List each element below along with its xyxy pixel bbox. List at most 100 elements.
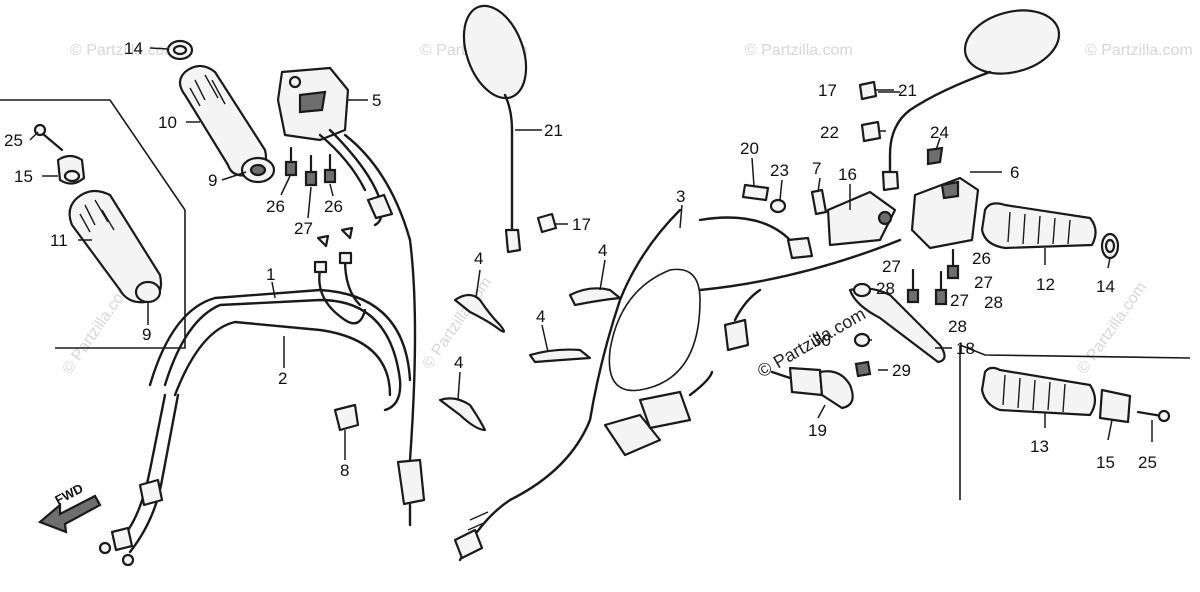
loop-cable (608, 268, 701, 392)
callout-7: 7 (812, 159, 821, 178)
callout-14: 14 (124, 39, 143, 58)
callout-4: 4 (454, 353, 463, 372)
part-8-clamp (333, 403, 360, 432)
callout-4: 4 (536, 307, 545, 326)
callout-27: 27 (294, 219, 313, 238)
cable-adjuster (138, 478, 164, 507)
cable-lower-left-2 (128, 393, 180, 554)
callout-28: 28 (984, 293, 1003, 312)
hose-small (318, 268, 367, 325)
plug-wire (733, 288, 762, 322)
callout-28: 28 (948, 317, 967, 336)
callout-1: 1 (266, 265, 275, 284)
callout-21: 21 (544, 121, 563, 140)
callout-15: 15 (14, 167, 33, 186)
part-20-bolt (741, 183, 770, 202)
part-1-cable (163, 298, 402, 412)
hose-small-2 (343, 258, 362, 307)
callout-21: 21 (898, 81, 917, 100)
part-7-pin (810, 188, 828, 216)
part-26-27-screws-left (284, 146, 337, 187)
callout-4: 4 (598, 241, 607, 260)
part-5-switch-housing (276, 66, 350, 142)
part-9-grip-end (240, 156, 276, 184)
callout-26: 26 (972, 249, 991, 268)
callout-23: 23 (770, 161, 789, 180)
part-22-cap (860, 120, 882, 143)
callout-2: 2 (278, 369, 287, 388)
part-19-stop-switch (770, 366, 854, 410)
part-15-bar-end-weight (56, 154, 86, 185)
plug-wire-2 (688, 370, 714, 397)
callout-8: 8 (340, 461, 349, 480)
part-26-27-28-screws-right (906, 248, 960, 306)
callout-11: 11 (50, 231, 68, 250)
callout-25: 25 (1138, 453, 1157, 472)
callout-3: 3 (676, 187, 685, 206)
part-13-grip (980, 366, 1097, 417)
callout-16: 16 (838, 165, 857, 184)
callout-22: 22 (820, 123, 839, 142)
callout-18: 18 (956, 339, 975, 358)
part-25-screw (33, 123, 64, 152)
fwd-arrow-icon: FWD (37, 481, 102, 534)
harness-plug (723, 318, 750, 352)
part-14-washer (166, 39, 194, 61)
clip (316, 234, 330, 248)
callout-9: 9 (142, 325, 151, 344)
part-4-levers (438, 287, 622, 432)
callout-5: 5 (372, 91, 381, 110)
part-2-cable (173, 320, 392, 397)
switch-wire-left-2 (318, 133, 367, 192)
cable-spring-coils (467, 511, 489, 531)
hose-fitting (338, 251, 353, 265)
callout-25: 25 (4, 131, 23, 150)
part-17-cap-right (858, 80, 878, 101)
callout-24: 24 (930, 123, 949, 142)
part-16-bracket (826, 190, 897, 247)
watermark-text: © Partzilla.com (1085, 42, 1193, 59)
callout-27: 27 (882, 257, 901, 276)
callout-9: 9 (208, 171, 217, 190)
clip (340, 226, 354, 240)
part-17-cap-left (536, 212, 558, 234)
part-14-washer-right (1100, 232, 1120, 260)
harness-connector-block (603, 413, 662, 457)
wire-connector (366, 193, 394, 220)
part-6-switch-housing (910, 176, 980, 250)
callout-28: 28 (876, 279, 895, 298)
hose-fitting (313, 260, 328, 274)
watermark-text: © Partzilla.com (745, 42, 853, 59)
part-3-throttle-cable (458, 208, 682, 562)
part-29-nut (854, 360, 872, 378)
left-grip-frame (0, 99, 186, 349)
right-harness-cable (698, 238, 902, 292)
callout-6: 6 (1010, 163, 1019, 182)
callout-13: 13 (1030, 437, 1049, 456)
harness-connector-block-2 (638, 390, 692, 430)
part-12-grip (980, 202, 1097, 250)
part-3-cable-upper (698, 216, 792, 242)
callout-17: 17 (572, 215, 591, 234)
switch-harness-left (343, 133, 417, 462)
harness-connector (396, 458, 426, 506)
callout-14: 14 (1096, 277, 1115, 296)
part-24-screw (926, 146, 944, 166)
part-30-washer (853, 332, 871, 348)
callout-12: 12 (1036, 275, 1055, 294)
part-11-grip (68, 189, 163, 304)
callout-26: 26 (324, 197, 343, 216)
cable-nipple (98, 541, 112, 555)
cable-spring (453, 528, 484, 560)
lever-pivot (852, 282, 872, 298)
leader-lines (29, 47, 1153, 460)
part-25-screw-right (1136, 409, 1171, 423)
cable-lower-left (118, 393, 167, 542)
cable-coupler (786, 236, 814, 260)
callout-26: 26 (266, 197, 285, 216)
callout-20: 20 (740, 139, 759, 158)
part-15-bar-end-weight-right (1098, 388, 1132, 424)
part-21-mirror-left (462, 4, 528, 254)
